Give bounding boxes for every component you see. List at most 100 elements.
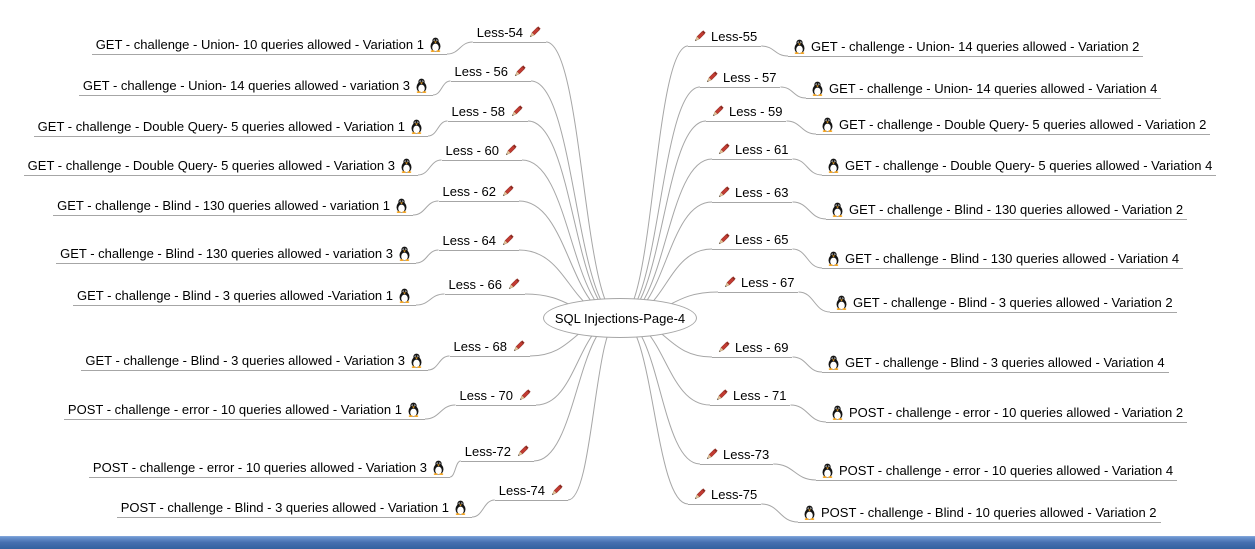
pencil-icon: [550, 483, 564, 497]
linux-penguin-icon: [828, 251, 839, 266]
pencil-icon: [507, 277, 521, 291]
node-challenge-55[interactable]: GET - challenge - Union- 14 queries allo…: [788, 38, 1144, 57]
less-label: Less - 61: [735, 142, 789, 157]
less-label: Less - 57: [723, 70, 777, 85]
node-less-70[interactable]: Less - 70: [455, 387, 536, 406]
node-challenge-70[interactable]: POST - challenge - error - 10 queries al…: [63, 401, 425, 420]
challenge-label: GET - challenge - Blind - 130 queries al…: [60, 246, 393, 261]
linux-penguin-icon: [794, 39, 805, 54]
node-less-62[interactable]: Less - 62: [438, 183, 519, 202]
node-challenge-75[interactable]: POST - challenge - Blind - 10 queries al…: [798, 504, 1161, 523]
node-less-55[interactable]: Less-55: [688, 28, 762, 47]
node-less-75[interactable]: Less-75: [688, 486, 762, 505]
challenge-label: POST - challenge - error - 10 queries al…: [92, 460, 427, 475]
node-challenge-54[interactable]: GET - challenge - Union- 10 queries allo…: [91, 36, 447, 55]
challenge-label: GET - challenge - Double Query- 5 querie…: [27, 158, 395, 173]
pencil-icon: [717, 232, 731, 246]
node-challenge-66[interactable]: GET - challenge - Blind - 3 queries allo…: [72, 287, 416, 306]
node-less-61[interactable]: Less - 61: [712, 141, 793, 160]
node-challenge-74[interactable]: POST - challenge - Blind - 3 queries all…: [116, 499, 472, 518]
challenge-label: GET - challenge - Union- 10 queries allo…: [95, 37, 424, 52]
node-less-54[interactable]: Less-54: [472, 24, 546, 43]
linux-penguin-icon: [433, 460, 444, 475]
taskbar-strip[interactable]: [0, 536, 1255, 549]
pencil-icon: [715, 388, 729, 402]
challenge-label: GET - challenge - Union- 14 queries allo…: [811, 39, 1140, 54]
node-challenge-63[interactable]: GET - challenge - Blind - 130 queries al…: [826, 201, 1188, 220]
linux-penguin-icon: [828, 355, 839, 370]
challenge-label: GET - challenge - Blind - 3 queries allo…: [845, 355, 1165, 370]
challenge-label: POST - challenge - Blind - 10 queries al…: [821, 505, 1157, 520]
linux-penguin-icon: [401, 158, 412, 173]
node-less-69[interactable]: Less - 69: [712, 339, 793, 358]
node-challenge-58[interactable]: GET - challenge - Double Query- 5 querie…: [33, 118, 428, 137]
node-challenge-60[interactable]: GET - challenge - Double Query- 5 querie…: [23, 157, 418, 176]
node-less-71[interactable]: Less - 71: [710, 387, 791, 406]
node-less-63[interactable]: Less - 63: [712, 184, 793, 203]
node-challenge-67[interactable]: GET - challenge - Blind - 3 queries allo…: [830, 294, 1177, 313]
node-less-58[interactable]: Less - 58: [447, 103, 528, 122]
less-label: Less - 68: [453, 339, 507, 354]
linux-penguin-icon: [812, 81, 823, 96]
node-challenge-72[interactable]: POST - challenge - error - 10 queries al…: [88, 459, 450, 478]
challenge-label: POST - challenge - Blind - 3 queries all…: [120, 500, 449, 515]
root-node-label: SQL Injections-Page-4: [554, 310, 686, 326]
node-challenge-56[interactable]: GET - challenge - Union- 14 queries allo…: [78, 77, 433, 96]
less-label: Less - 62: [442, 184, 496, 199]
pencil-icon: [513, 64, 527, 78]
node-challenge-73[interactable]: POST - challenge - error - 10 queries al…: [816, 462, 1178, 481]
node-less-57[interactable]: Less - 57: [700, 69, 781, 88]
node-challenge-69[interactable]: GET - challenge - Blind - 3 queries allo…: [822, 354, 1169, 373]
linux-penguin-icon: [396, 198, 407, 213]
linux-penguin-icon: [430, 37, 441, 52]
pencil-icon: [512, 339, 526, 353]
node-challenge-68[interactable]: GET - challenge - Blind - 3 queries allo…: [81, 352, 428, 371]
challenge-label: GET - challenge - Blind - 3 queries allo…: [853, 295, 1173, 310]
less-label: Less - 66: [448, 277, 502, 292]
linux-penguin-icon: [399, 246, 410, 261]
node-less-68[interactable]: Less - 68: [449, 338, 530, 357]
pencil-icon: [717, 340, 731, 354]
node-challenge-62[interactable]: GET - challenge - Blind - 130 queries al…: [53, 197, 413, 216]
linux-penguin-icon: [804, 505, 815, 520]
challenge-label: GET - challenge - Double Query- 5 querie…: [839, 117, 1207, 132]
less-label: Less-54: [476, 25, 523, 40]
node-less-56[interactable]: Less - 56: [450, 63, 531, 82]
challenge-label: GET - challenge - Blind - 130 queries al…: [849, 202, 1184, 217]
challenge-label: GET - challenge - Double Query- 5 querie…: [845, 158, 1213, 173]
node-less-67[interactable]: Less - 67: [718, 274, 799, 293]
node-challenge-59[interactable]: GET - challenge - Double Query- 5 querie…: [816, 116, 1211, 135]
challenge-label: GET - challenge - Blind - 130 queries al…: [57, 198, 390, 213]
less-label: Less - 58: [451, 104, 505, 119]
node-challenge-57[interactable]: GET - challenge - Union- 14 queries allo…: [806, 80, 1162, 99]
less-label: Less - 60: [445, 143, 499, 158]
less-label: Less - 64: [442, 233, 496, 248]
node-challenge-65[interactable]: GET - challenge - Blind - 130 queries al…: [822, 250, 1184, 269]
node-less-73[interactable]: Less-73: [700, 446, 774, 465]
node-less-59[interactable]: Less - 59: [706, 103, 787, 122]
node-less-65[interactable]: Less - 65: [712, 231, 793, 250]
node-less-74[interactable]: Less-74: [494, 482, 568, 501]
less-label: Less - 65: [735, 232, 789, 247]
node-challenge-71[interactable]: POST - challenge - error - 10 queries al…: [826, 404, 1188, 423]
linux-penguin-icon: [455, 500, 466, 515]
root-node-sql-injections-page-4[interactable]: SQL Injections-Page-4: [543, 298, 697, 338]
node-less-72[interactable]: Less-72: [460, 443, 534, 462]
challenge-label: POST - challenge - error - 10 queries al…: [67, 402, 402, 417]
node-less-64[interactable]: Less - 64: [438, 232, 519, 251]
node-less-66[interactable]: Less - 66: [444, 276, 525, 295]
linux-penguin-icon: [832, 202, 843, 217]
less-label: Less - 56: [454, 64, 508, 79]
challenge-label: GET - challenge - Blind - 3 queries allo…: [76, 288, 393, 303]
linux-penguin-icon: [828, 158, 839, 173]
node-less-60[interactable]: Less - 60: [441, 142, 522, 161]
node-challenge-61[interactable]: GET - challenge - Double Query- 5 querie…: [822, 157, 1217, 176]
pencil-icon: [693, 29, 707, 43]
less-label: Less - 67: [741, 275, 795, 290]
less-label: Less - 70: [459, 388, 513, 403]
pencil-icon: [516, 444, 530, 458]
node-challenge-64[interactable]: GET - challenge - Blind - 130 queries al…: [56, 245, 416, 264]
challenge-label: POST - challenge - error - 10 queries al…: [839, 463, 1174, 478]
pencil-icon: [518, 388, 532, 402]
challenge-label: GET - challenge - Double Query- 5 querie…: [37, 119, 405, 134]
